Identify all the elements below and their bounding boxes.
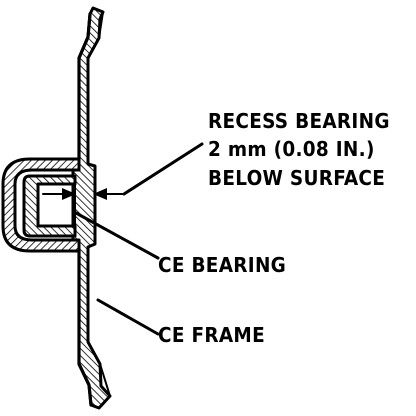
bearing-leader-line	[74, 211, 160, 260]
recess-callout-line3: BELOW SURFACE	[208, 166, 385, 190]
recess-arrow-right-icon	[93, 188, 107, 200]
recess-callout-line1: RECESS BEARING	[208, 109, 390, 133]
bearing-housing	[1, 157, 81, 253]
ce-bearing-label: CE BEARING	[158, 253, 286, 277]
recess-dimension	[42, 142, 204, 200]
ce-frame-label: CE FRAME	[158, 323, 265, 347]
frame-leader-line	[96, 298, 160, 336]
ce-frame-section	[71, 6, 112, 410]
recess-arrow-left-icon	[62, 188, 76, 200]
recess-callout-line2: 2 mm (0.08 IN.)	[208, 137, 375, 161]
ce-bearing	[22, 174, 77, 238]
